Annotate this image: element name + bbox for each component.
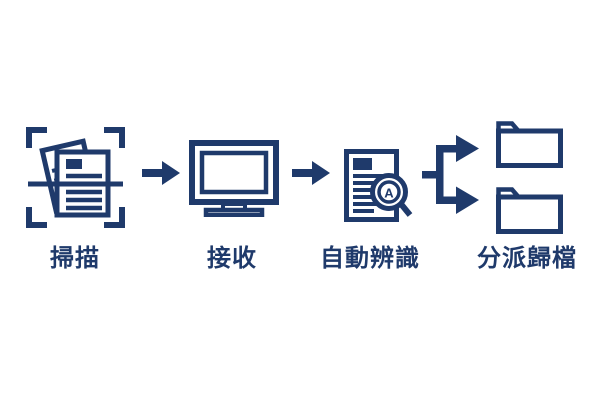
arrow-right-icon [292, 161, 330, 185]
step-label-scan: 掃描 [50, 245, 100, 272]
step-label-auto-recognize: 自動辨識 [320, 245, 420, 272]
magnifier-letter: A [384, 186, 394, 201]
folder-icon [496, 121, 563, 168]
scan-documents-icon [26, 127, 125, 228]
folder-icon [496, 187, 563, 234]
document-magnifier-icon: A [344, 149, 413, 222]
step-label-receive: 接收 [207, 245, 257, 272]
step-label-distribute-archive: 分派歸檔 [477, 245, 577, 272]
split-arrow-icon [422, 135, 479, 214]
arrow-right-icon [142, 161, 180, 185]
monitor-icon [189, 140, 279, 217]
